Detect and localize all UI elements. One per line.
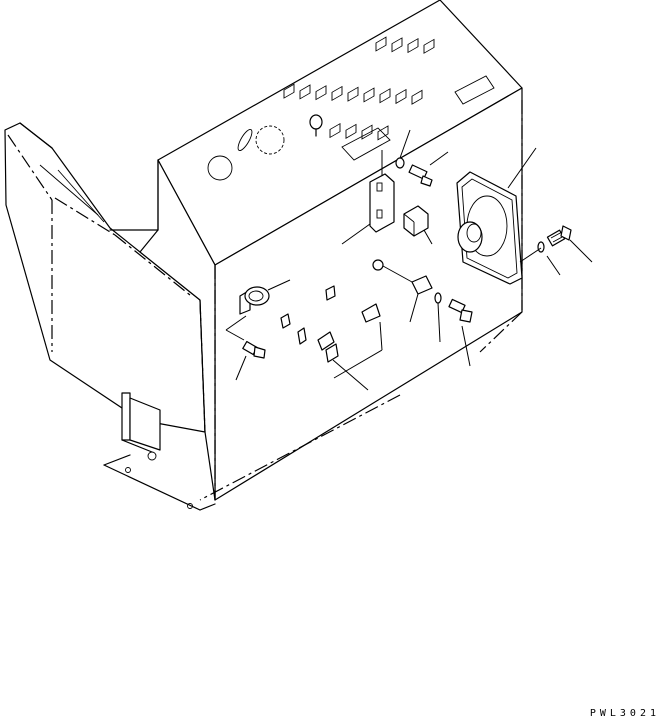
buzzer xyxy=(225,279,291,341)
panel-label-plate xyxy=(341,127,391,161)
top-control-panel xyxy=(207,36,495,181)
keypad-buttons xyxy=(283,36,435,141)
harness-clamp xyxy=(372,259,442,343)
clamp-bolt xyxy=(448,298,473,367)
column-leg xyxy=(121,392,161,461)
console-body xyxy=(109,0,523,501)
speaker-frame xyxy=(456,171,523,285)
display-window xyxy=(454,75,495,105)
relay-bracket xyxy=(341,150,395,245)
toggle-switch xyxy=(237,128,253,152)
drawing-code-label: PWL3021 xyxy=(589,708,660,719)
wire-clips xyxy=(280,285,383,391)
speaker-cone xyxy=(457,221,483,253)
buzzer-bolt xyxy=(235,340,266,381)
base-plate xyxy=(103,454,216,511)
speaker-assembly xyxy=(456,147,537,285)
key-switch xyxy=(309,114,323,130)
relay xyxy=(403,205,433,245)
relay-screw xyxy=(395,129,449,187)
speaker-mounting-bolt xyxy=(519,225,593,276)
gauge-left xyxy=(207,155,233,181)
gauge-right xyxy=(255,125,285,155)
